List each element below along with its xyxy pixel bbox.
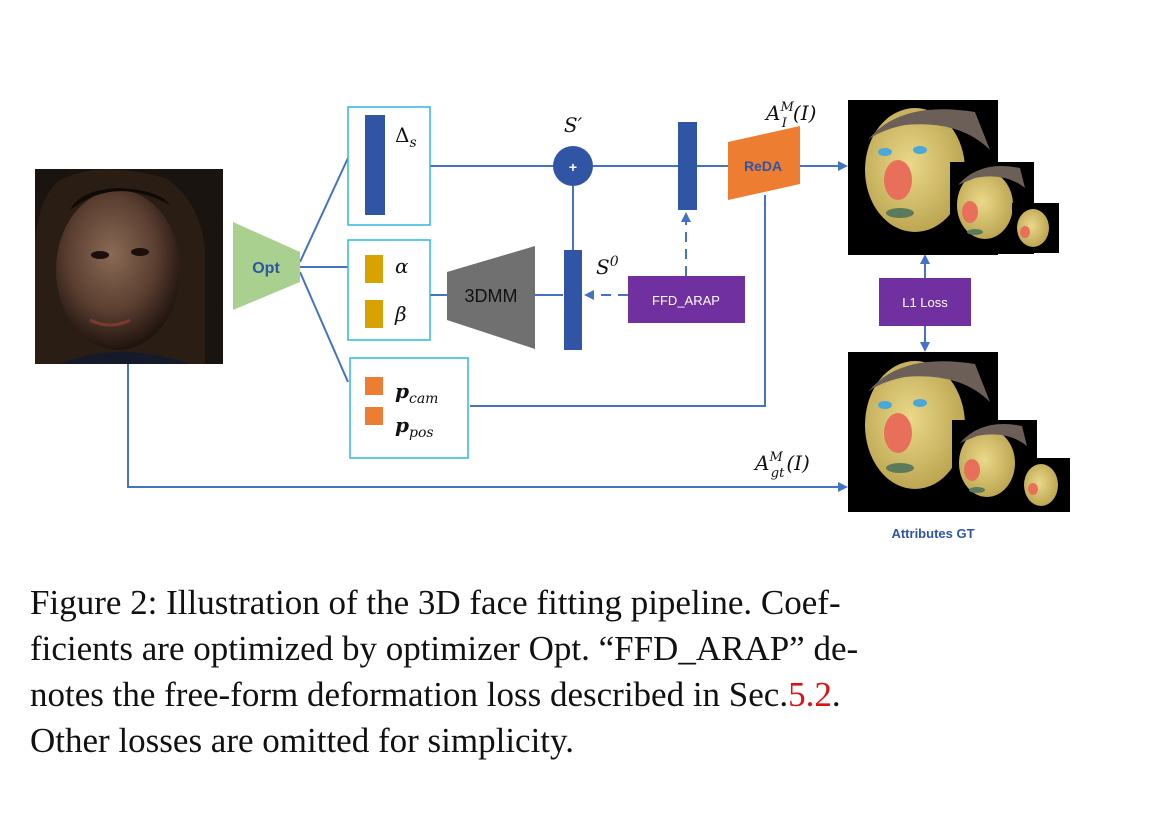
ffd-arap-box (628, 276, 745, 323)
s-prime-label: S′ (564, 113, 583, 137)
beta-bar (365, 300, 383, 328)
ppos-label: ppos (395, 413, 434, 441)
alpha-label: α (395, 254, 409, 278)
section-reference-link[interactable]: 5.2 (788, 675, 832, 714)
delta-s-label: Δs (395, 123, 417, 151)
beta-label: β (394, 302, 407, 326)
caption-line-3-text: notes the free-form deformation loss des… (30, 675, 789, 714)
pcam-square (365, 377, 383, 395)
caption-line-3: notes the free-form deformation loss des… (30, 672, 1150, 718)
gt-attributes-images (848, 352, 1070, 512)
figure-caption: Figure 2: Illustration of the 3D face fi… (30, 580, 1150, 764)
plus-circle (553, 146, 593, 186)
caption-line-2: ficients are optimized by optimizer Opt.… (30, 629, 859, 668)
input-face-photo (35, 169, 223, 364)
reda-label: ReDA (744, 158, 782, 174)
attributes-gt-label: Attributes GT (891, 526, 974, 541)
alpha-bar (365, 255, 383, 283)
reda-shape (728, 126, 800, 200)
connectors (127, 157, 930, 492)
s0-label: S0 (596, 254, 619, 279)
pipeline-diagram: Opt Δs α β pcam ppos 3DMM S0 + S′ FFD_AR… (35, 100, 1070, 541)
caption-line-1: Figure 2: Illustration of the 3D face fi… (30, 583, 841, 622)
pcam-label: pcam (395, 379, 438, 407)
plus-label: + (569, 159, 577, 175)
3dmm-label: 3DMM (465, 286, 518, 306)
delta-bar (365, 115, 385, 215)
combined-bar (678, 122, 697, 210)
opt-optimizer-shape (233, 222, 300, 310)
pose-to-reda-line (470, 195, 766, 407)
l1-loss-box (879, 278, 971, 326)
delta-box (347, 106, 431, 226)
caption-line-3-end: . (831, 675, 841, 714)
ffd-arap-label: FFD_ARAP (652, 293, 720, 308)
caption-line-4: Other losses are omitted for simplicity. (30, 721, 575, 760)
rendered-attributes-images (848, 100, 1059, 255)
opt-to-delta-line (299, 157, 349, 263)
opt-label: Opt (252, 260, 280, 277)
shape-expression-box (347, 239, 431, 341)
s0-bar (564, 250, 582, 350)
l1-loss-label: L1 Loss (902, 295, 948, 310)
opt-to-pose-line (299, 271, 349, 383)
ppos-square (365, 407, 383, 425)
3dmm-shape (447, 246, 535, 349)
input-to-gt-arrow (127, 364, 848, 492)
